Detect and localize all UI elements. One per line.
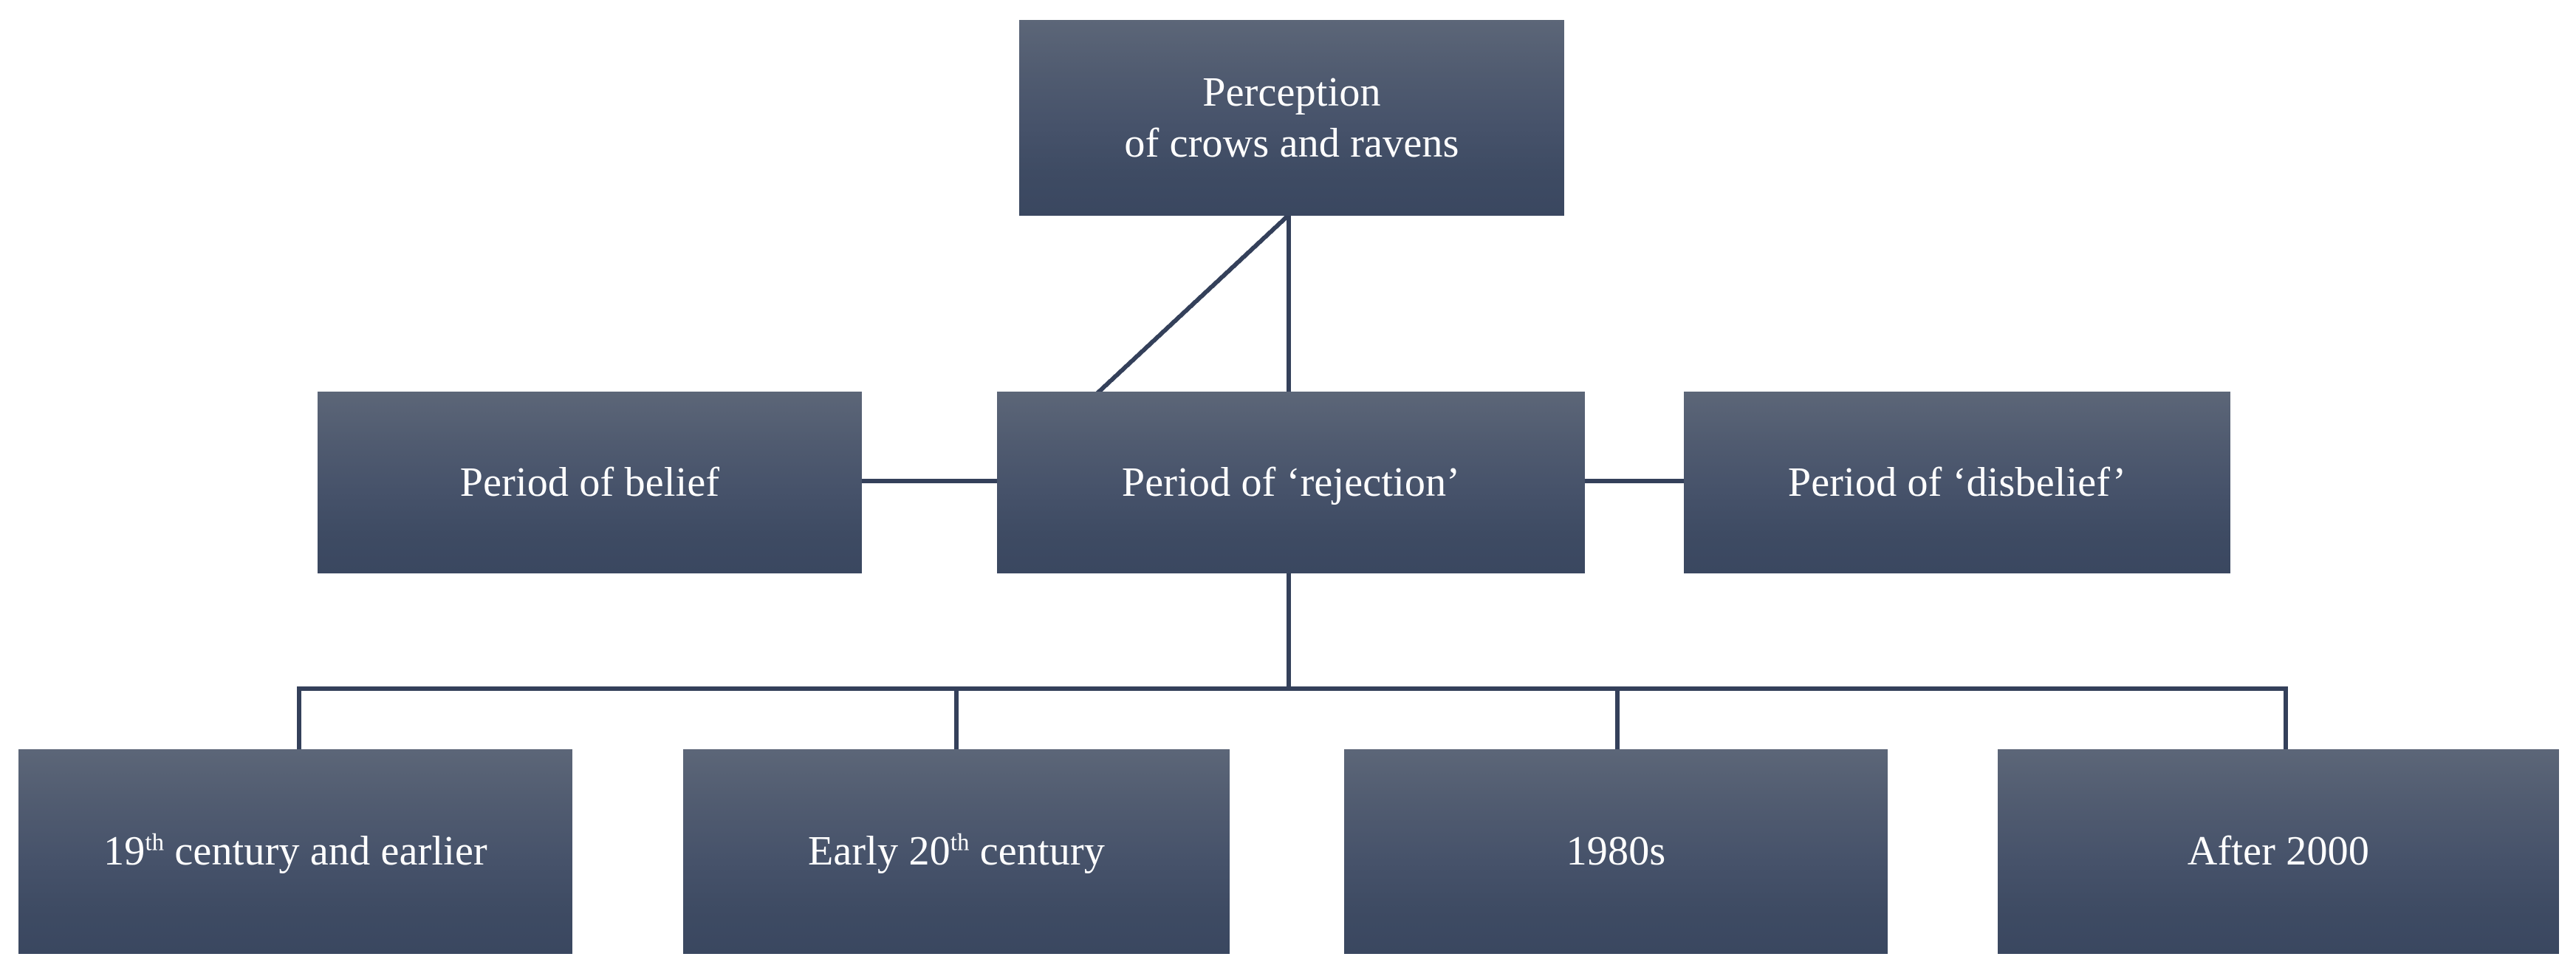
node-era-19th-century-and-earlier[interactable]: 19th century and earlier xyxy=(18,749,572,954)
node-era-1-prefix: 19 xyxy=(103,828,145,875)
node-period-of-rejection[interactable]: Period of ‘rejection’ xyxy=(997,392,1585,573)
node-era-2-ordinal-suffix: th xyxy=(950,829,970,856)
node-era-after-2000[interactable]: After 2000 xyxy=(1998,749,2559,954)
node-era-2-prefix: Early 20 xyxy=(807,828,950,875)
node-era-2-suffix: century xyxy=(969,828,1106,875)
node-belief-label: Period of belief xyxy=(459,459,720,505)
node-era-1-label: 19th century and earlier xyxy=(32,826,559,876)
node-root-line1: Perception xyxy=(1202,69,1381,116)
node-period-of-disbelief[interactable]: Period of ‘disbelief’ xyxy=(1684,392,2230,573)
node-period-of-belief[interactable]: Period of belief xyxy=(318,392,862,573)
node-era-1980s[interactable]: 1980s xyxy=(1344,749,1888,954)
node-disbelief-label: Period of ‘disbelief’ xyxy=(1787,459,2127,505)
node-era-2-label: Early 20th century xyxy=(696,826,1216,876)
node-era-early-20th-century[interactable]: Early 20th century xyxy=(683,749,1230,954)
node-rejection-label: Period of ‘rejection’ xyxy=(1121,459,1461,505)
edge-root-to-rejection-diagonal xyxy=(1095,213,1291,395)
node-era-4-label: After 2000 xyxy=(2011,826,2546,876)
node-era-1-ordinal-suffix: th xyxy=(145,829,165,856)
node-era-3-prefix: 1980s xyxy=(1566,828,1666,875)
node-era-4-prefix: After 2000 xyxy=(2187,828,2370,875)
node-root-line2: of crows and ravens xyxy=(1124,120,1459,166)
node-era-1-suffix: century and earlier xyxy=(164,828,487,875)
node-era-3-label: 1980s xyxy=(1357,826,1874,876)
